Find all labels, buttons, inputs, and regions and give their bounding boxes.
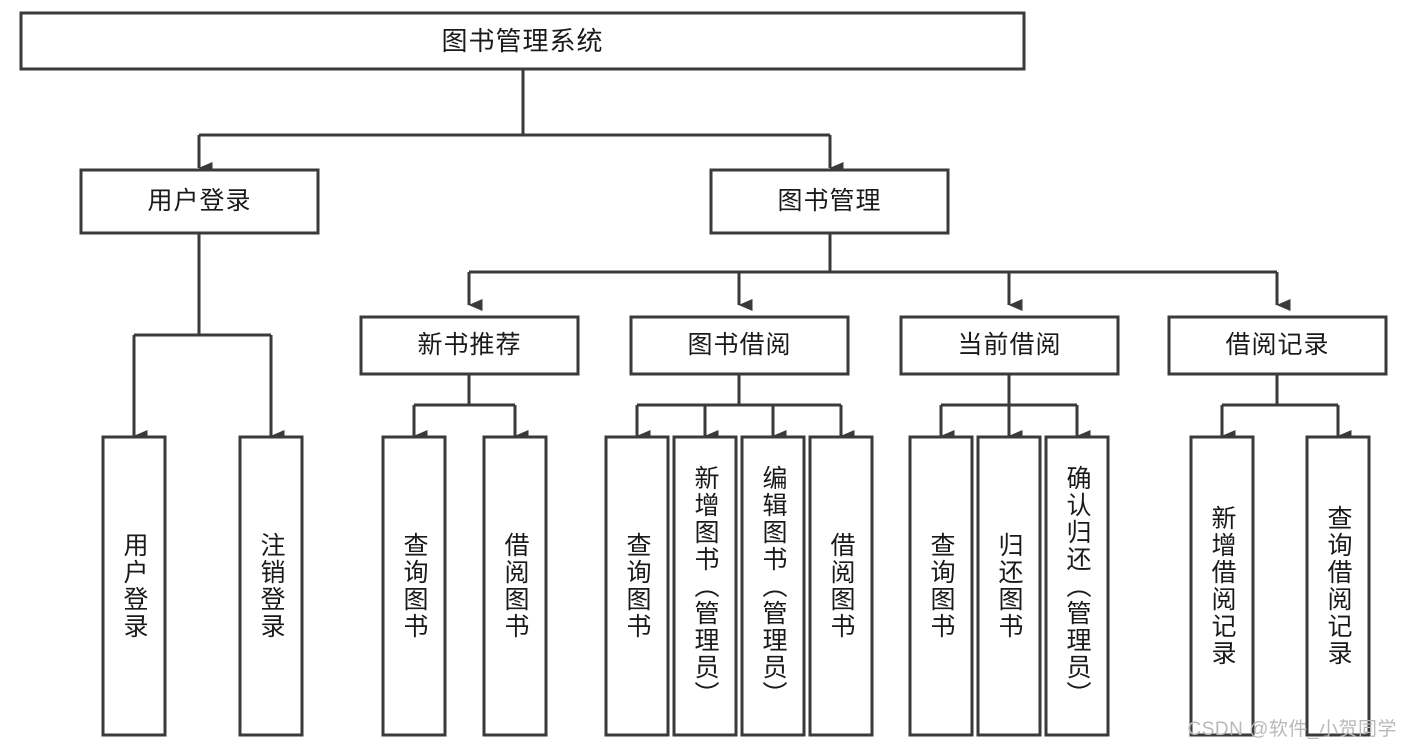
node-box-root[interactable] bbox=[19, 11, 1026, 71]
node-box-current-borrow[interactable] bbox=[899, 315, 1120, 376]
node-box-leaf-borrow-book-1[interactable] bbox=[482, 435, 548, 737]
node-box-leaf-query-book-2[interactable] bbox=[604, 435, 670, 737]
node-box-leaf-query-book-3[interactable] bbox=[908, 435, 974, 737]
node-box-leaf-add-record[interactable] bbox=[1189, 435, 1255, 737]
node-box-user-login[interactable] bbox=[79, 168, 320, 235]
node-box-leaf-add-book[interactable] bbox=[672, 435, 738, 737]
node-box-leaf-user-login[interactable] bbox=[101, 435, 167, 737]
node-box-new-book-recommend[interactable] bbox=[359, 315, 580, 376]
node-box-leaf-borrow-book-2[interactable] bbox=[808, 435, 874, 737]
node-box-leaf-edit-book[interactable] bbox=[740, 435, 806, 737]
node-box-book-management[interactable] bbox=[709, 168, 950, 235]
node-box-leaf-query-book-1[interactable] bbox=[381, 435, 447, 737]
node-box-leaf-return-book[interactable] bbox=[976, 435, 1042, 737]
node-box-book-borrow[interactable] bbox=[629, 315, 850, 376]
node-box-leaf-query-record[interactable] bbox=[1305, 435, 1371, 737]
node-box-leaf-confirm-return[interactable] bbox=[1044, 435, 1110, 737]
node-box-leaf-logout[interactable] bbox=[238, 435, 304, 737]
node-box-borrow-record[interactable] bbox=[1167, 315, 1388, 376]
